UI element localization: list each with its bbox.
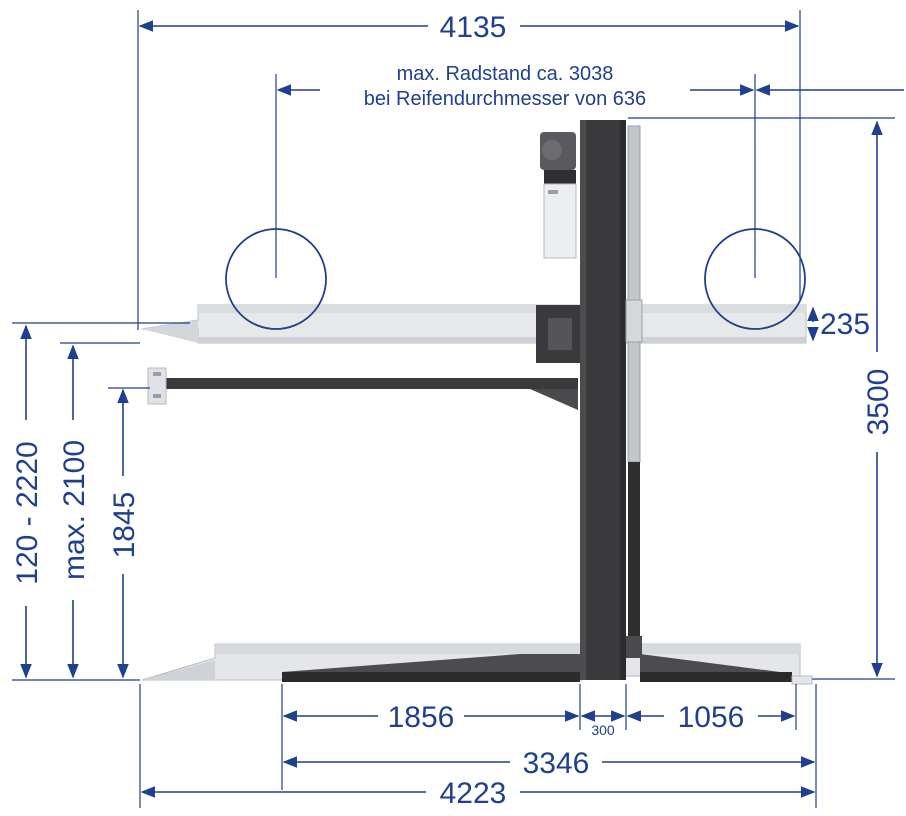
dim-max-car-height: max. 2100 (58, 440, 91, 580)
dim-platform-height-range: 120 - 2220 (11, 441, 44, 584)
dim-column-width: 300 (591, 722, 615, 738)
dim-rear-length: 1056 (678, 701, 745, 734)
crossbar (147, 367, 578, 410)
dim-total-top-width: 4135 (440, 11, 507, 44)
upper-platform (141, 304, 807, 344)
lower-platform (141, 643, 813, 685)
main-column (580, 120, 626, 680)
dimension-lines (12, 10, 904, 808)
motor-unit (540, 132, 577, 259)
dim-total-bottom-width: 4223 (440, 777, 507, 810)
dim-total-height: 3500 (862, 369, 895, 436)
dim-passage-height: 1845 (108, 492, 141, 559)
lift-machine (141, 120, 813, 685)
dim-front-length: 1856 (388, 701, 455, 734)
dim-wheelbase-line2: bei Reifendurchmesser von 636 (364, 88, 646, 110)
dim-platform-thickness: 235 (820, 308, 870, 341)
hydraulic-cylinder (625, 125, 643, 658)
dim-base-length: 3346 (523, 747, 590, 780)
dim-wheelbase-line1: max. Radstand ca. 3038 (397, 63, 614, 85)
